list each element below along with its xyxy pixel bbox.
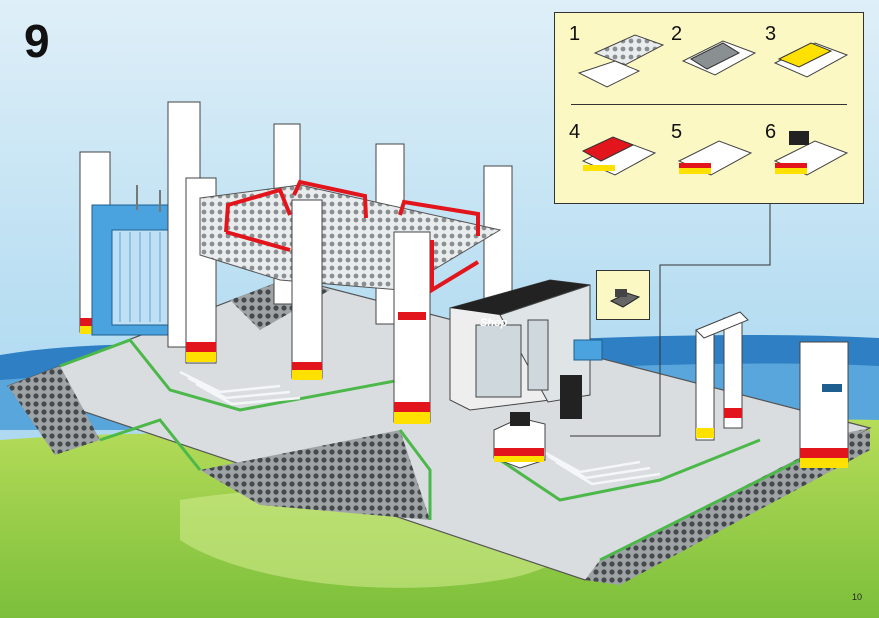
substep-5-number: 5 xyxy=(671,121,683,143)
substep-1-part xyxy=(577,34,665,88)
road-lines xyxy=(59,338,841,562)
lane-chevrons xyxy=(179,370,661,486)
substep-1-number: 1 xyxy=(569,23,581,45)
substep-illustrations xyxy=(577,34,849,176)
baseplate-studs-left xyxy=(8,366,100,455)
substep-5-part xyxy=(677,140,753,176)
baseplate-studs-front xyxy=(200,430,430,520)
roof-structure xyxy=(167,101,513,424)
substep-4-number: 4 xyxy=(569,121,581,143)
baseplate-studs-right2 xyxy=(585,430,870,585)
step-number: 9 xyxy=(24,15,50,67)
pump-island xyxy=(493,412,546,469)
page-number: 10 xyxy=(852,592,863,602)
substep-6-number: 6 xyxy=(765,121,777,143)
substep-2-part xyxy=(681,40,757,76)
shop-sign: Shop xyxy=(480,317,508,329)
part-callout-brick xyxy=(609,289,641,308)
substep-divider xyxy=(571,104,847,105)
shop-building: Shop xyxy=(449,279,603,419)
substep-3-part xyxy=(773,42,849,78)
callout-leader xyxy=(570,204,771,437)
substep-4-part xyxy=(581,136,657,176)
substep-3-number: 3 xyxy=(765,23,777,45)
substep-6-part xyxy=(773,131,849,176)
car-wash xyxy=(79,151,203,336)
substep-2-number: 2 xyxy=(671,23,683,45)
part-callout xyxy=(596,270,650,320)
substep-callout: 1 2 3 4 5 6 xyxy=(554,12,864,204)
right-gate xyxy=(695,311,849,468)
